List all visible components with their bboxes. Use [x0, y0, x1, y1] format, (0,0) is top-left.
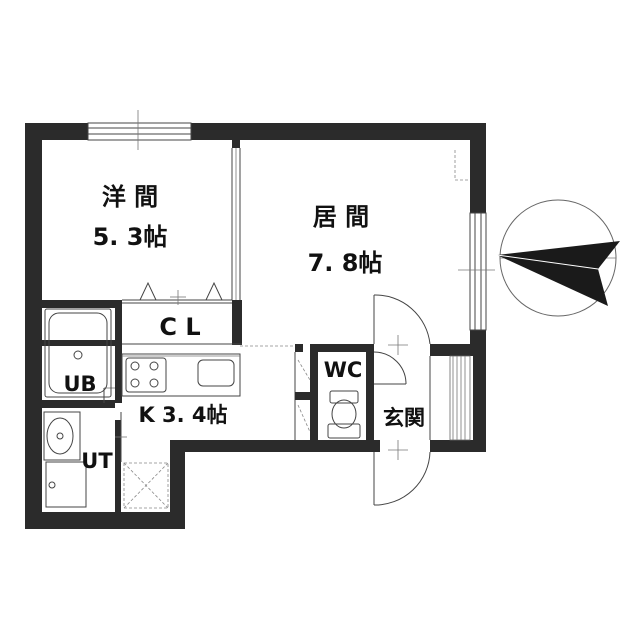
- room-name-kitchen: K 3. 4帖: [138, 403, 227, 427]
- room-size-living: 7. 8帖: [308, 249, 383, 277]
- interior-walls: [42, 140, 471, 512]
- toilet-fixture: [327, 390, 361, 439]
- room-name-toilet: WC: [324, 358, 363, 382]
- room-name-utility: UT: [81, 449, 113, 473]
- room-size-western: 5. 3帖: [93, 223, 168, 251]
- washbasin: [43, 411, 81, 461]
- window-right: [458, 212, 495, 331]
- kitchen-counter: [121, 353, 241, 397]
- window-top: [87, 110, 192, 150]
- room-name-unit-bath: UB: [63, 372, 96, 396]
- room-name-western: 洋 間: [102, 183, 158, 211]
- door-ut: [115, 412, 127, 462]
- room-name-living: 居 間: [313, 203, 369, 231]
- refrigerator-space: [123, 462, 169, 509]
- room-name-closet: C L: [159, 313, 200, 341]
- stairs-mark: [297, 359, 311, 433]
- room-name-entrance: 玄関: [383, 406, 425, 430]
- door-entrance: [373, 294, 431, 506]
- door-toilet: [373, 351, 407, 385]
- exterior-walls: [25, 123, 486, 529]
- bathtub: [44, 308, 112, 398]
- door-closet: [139, 281, 223, 305]
- washing-machine-area: [45, 461, 87, 508]
- north-arrow-icon: [496, 199, 620, 317]
